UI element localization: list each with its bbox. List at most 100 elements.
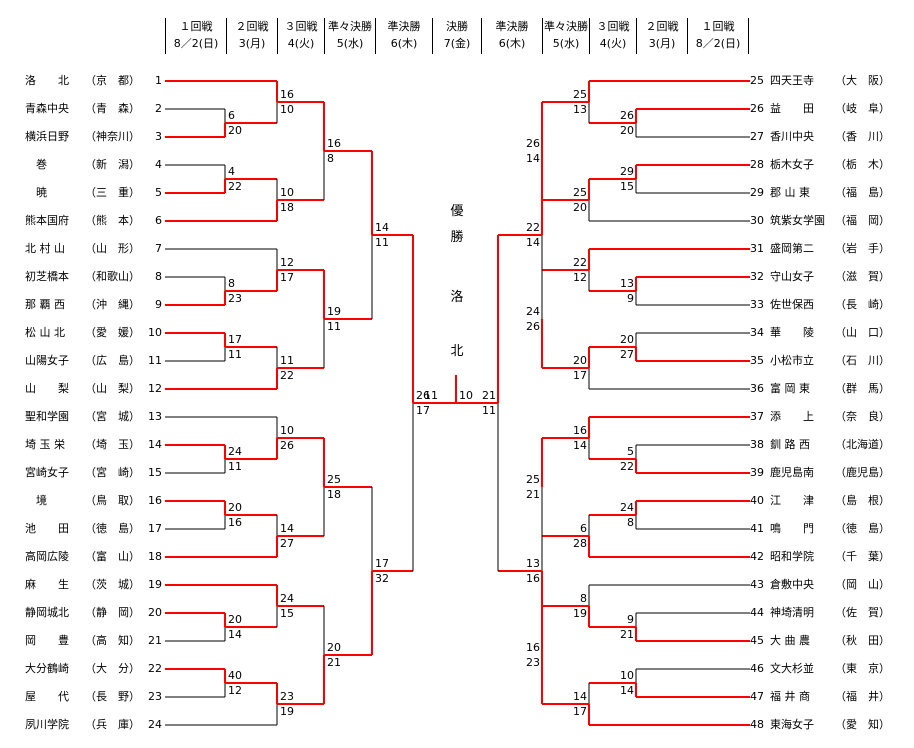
team-prefecture: （香 川） xyxy=(835,130,890,143)
score: 22 xyxy=(280,369,294,382)
team-name: 昭和学院 xyxy=(770,550,814,563)
team-name: 宮崎女子 xyxy=(25,466,69,479)
team-seed: 44 xyxy=(750,606,764,619)
team-prefecture: （新 潟） xyxy=(85,158,140,171)
score: 23 xyxy=(280,690,294,703)
team-seed: 48 xyxy=(750,718,764,731)
team-name: 静岡城北 xyxy=(25,606,69,619)
champion-name-char: 北 xyxy=(450,344,464,359)
team-prefecture: （茨 城） xyxy=(85,578,140,591)
team-seed: 32 xyxy=(750,270,764,283)
score: 14 xyxy=(620,684,634,697)
team-name: 佐世保西 xyxy=(770,298,814,311)
score: 10 xyxy=(280,103,294,116)
team-name: 筑紫女学園 xyxy=(770,214,825,227)
score: 14 xyxy=(228,628,242,641)
score: 17 xyxy=(416,404,430,417)
score: 11 xyxy=(280,354,294,367)
team-seed: 9 xyxy=(155,298,162,311)
score: 16 xyxy=(228,516,242,529)
team-seed: 12 xyxy=(148,382,162,395)
score: 32 xyxy=(375,572,389,585)
team-prefecture: （宮 城） xyxy=(85,410,140,423)
score: 27 xyxy=(280,537,294,550)
team-name: 岡 豊 xyxy=(25,634,69,647)
round-name: ３回戦 xyxy=(596,20,630,33)
score: 13 xyxy=(573,103,587,116)
team-prefecture: （東 京） xyxy=(835,662,890,675)
team-name: 富 岡 東 xyxy=(770,382,810,395)
round-name: １回戦 xyxy=(179,20,213,33)
team-prefecture: （島 根） xyxy=(835,494,890,507)
score: 22 xyxy=(620,460,634,473)
team-name: 巻 xyxy=(25,158,69,171)
round-date: 8／2(日) xyxy=(695,37,741,50)
team-prefecture: （埼 玉） xyxy=(85,438,140,451)
team-seed: 31 xyxy=(750,242,764,255)
team-seed: 41 xyxy=(750,522,764,535)
team-seed: 6 xyxy=(155,214,162,227)
team-seed: 15 xyxy=(148,466,162,479)
score: 23 xyxy=(526,656,540,669)
team-seed: 42 xyxy=(750,550,764,563)
score: 17 xyxy=(573,705,587,718)
team-prefecture: （岩 手） xyxy=(835,242,890,255)
team-seed: 33 xyxy=(750,298,764,311)
score: 27 xyxy=(620,348,634,361)
score: 14 xyxy=(573,439,587,452)
round-date: 7(金) xyxy=(443,37,471,50)
team-seed: 34 xyxy=(750,326,764,339)
score: 26 xyxy=(526,137,540,150)
score: 12 xyxy=(280,256,294,269)
team-name: 鳴 門 xyxy=(770,522,814,535)
team-name: 高岡広陵 xyxy=(25,550,69,563)
team-prefecture: （岡 山） xyxy=(835,578,890,591)
score: 18 xyxy=(327,488,341,501)
score: 8 xyxy=(580,592,587,605)
team-name: 洛 北 xyxy=(25,74,69,87)
team-seed: 3 xyxy=(155,130,162,143)
score: 20 xyxy=(573,354,587,367)
team-seed: 2 xyxy=(155,102,162,115)
team-name: 池 田 xyxy=(25,522,69,535)
team-prefecture: （石 川） xyxy=(835,354,890,367)
round-date: 6(木) xyxy=(390,37,418,50)
round-name: 準決勝 xyxy=(495,20,529,33)
team-seed: 35 xyxy=(750,354,764,367)
score: 10 xyxy=(280,186,294,199)
team-seed: 7 xyxy=(155,242,162,255)
team-seed: 11 xyxy=(148,354,162,367)
team-name: 鹿児島南 xyxy=(770,466,814,479)
score: 21 xyxy=(327,656,341,669)
team-prefecture: （青 森） xyxy=(85,102,140,115)
team-prefecture: （三 重） xyxy=(85,186,140,199)
team-seed: 38 xyxy=(750,438,764,451)
score: 20 xyxy=(228,501,242,514)
team-name: 北 村 山 xyxy=(25,242,65,255)
score: 22 xyxy=(526,221,540,234)
team-name: 那 覇 西 xyxy=(25,298,65,311)
team-seed: 23 xyxy=(148,690,162,703)
team-prefecture: （徳 島） xyxy=(85,522,140,535)
score: 19 xyxy=(280,705,294,718)
score: 24 xyxy=(526,305,540,318)
team-seed: 47 xyxy=(750,690,764,703)
champion-label-char: 優 xyxy=(450,204,464,219)
round-name: 準々決勝 xyxy=(544,20,588,33)
score: 25 xyxy=(573,88,587,101)
team-prefecture: （徳 島） xyxy=(835,522,890,535)
team-name: 華 陵 xyxy=(770,326,814,339)
team-name: 香川中央 xyxy=(770,130,814,143)
champion-label-char: 勝 xyxy=(450,230,464,245)
score: 24 xyxy=(280,592,294,605)
team-prefecture: （京 都） xyxy=(85,74,140,87)
score: 19 xyxy=(573,607,587,620)
team-prefecture: （福 島） xyxy=(835,186,890,199)
score: 16 xyxy=(327,137,341,150)
score: 16 xyxy=(526,641,540,654)
round-name: 決勝 xyxy=(446,20,468,33)
team-prefecture: （鳥 取） xyxy=(85,494,140,507)
score: 28 xyxy=(573,537,587,550)
